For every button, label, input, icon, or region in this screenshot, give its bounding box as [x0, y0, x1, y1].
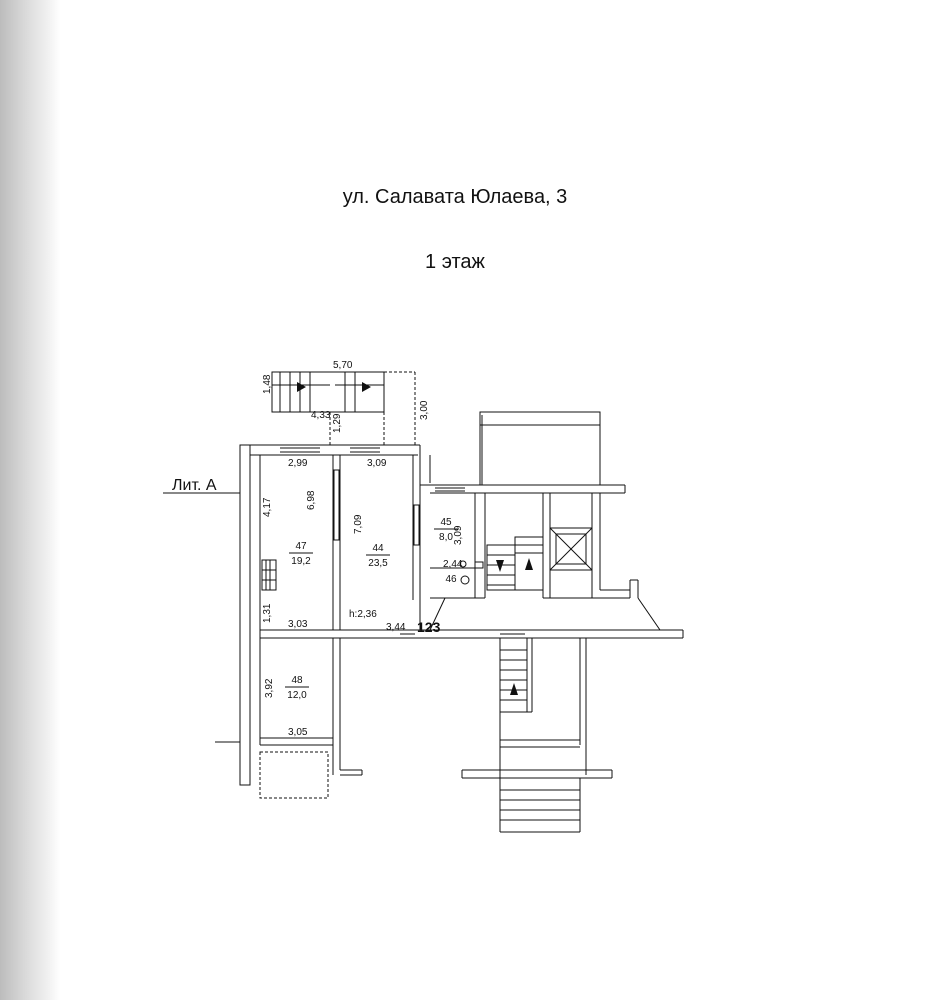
room-47-number: 47 [295, 541, 307, 552]
room-47-area: 19,2 [291, 556, 311, 567]
dim-r47-inner: 6,98 [306, 490, 317, 510]
dim-stair-inner: 4,33 [311, 410, 331, 421]
partition-44-45 [412, 455, 421, 600]
partition-47-44 [332, 455, 341, 630]
dim-r48-bottom: 3,05 [288, 727, 308, 738]
dim-r44-inner: 7,09 [353, 514, 364, 534]
ceiling-height: h:2,36 [349, 609, 377, 620]
stair-arrows [496, 558, 533, 572]
dim-stair-width: 5,70 [333, 360, 353, 371]
dim-r48-side: 3,92 [264, 678, 275, 698]
dim-r44-bottom: 3,44 [386, 622, 406, 633]
outer-left-wall [239, 444, 261, 786]
dim-stair-height: 1,48 [262, 374, 273, 394]
floor-title: 1 этаж [425, 251, 485, 273]
room-44-area: 23,5 [368, 558, 388, 569]
dim-porch: 1,29 [332, 413, 343, 433]
top-wall [240, 444, 431, 485]
entrance-stair-top [271, 371, 416, 445]
stair-block [420, 411, 661, 631]
room-48-number: 48 [291, 675, 303, 686]
dim-r47-side: 4,17 [262, 497, 273, 517]
dim-r47-lower: 1,31 [262, 603, 273, 623]
balcony-bottom [240, 751, 329, 799]
corridor-wall [260, 597, 684, 639]
scan-edge-shadow [0, 0, 60, 1000]
dim-r45-side: 3,09 [453, 525, 464, 545]
room-45-number: 45 [440, 517, 452, 528]
stair-arrow-lower [510, 683, 518, 695]
apartment-number: 123 [417, 619, 441, 635]
dim-r46-top: 2,44 [443, 559, 463, 570]
stair-arrows-top [297, 382, 371, 392]
room-48-walls [260, 638, 363, 776]
lower-stair-column [461, 638, 613, 833]
dim-stair-depth: 3,00 [419, 400, 430, 420]
dim-r44-top: 3,09 [367, 458, 387, 469]
window-room-47 [261, 559, 277, 591]
room-45-area: 8,0 [439, 532, 453, 543]
dim-r47-bottom: 3,03 [288, 619, 308, 630]
dim-r47-top: 2,99 [288, 458, 308, 469]
room-46-number: 46 [445, 574, 457, 585]
liter-label: Лит. А [172, 477, 217, 494]
address-title: ул. Салавата Юлаева, 3 [342, 186, 568, 208]
room-48-area: 12,0 [287, 690, 307, 701]
room-44-number: 44 [372, 543, 384, 554]
